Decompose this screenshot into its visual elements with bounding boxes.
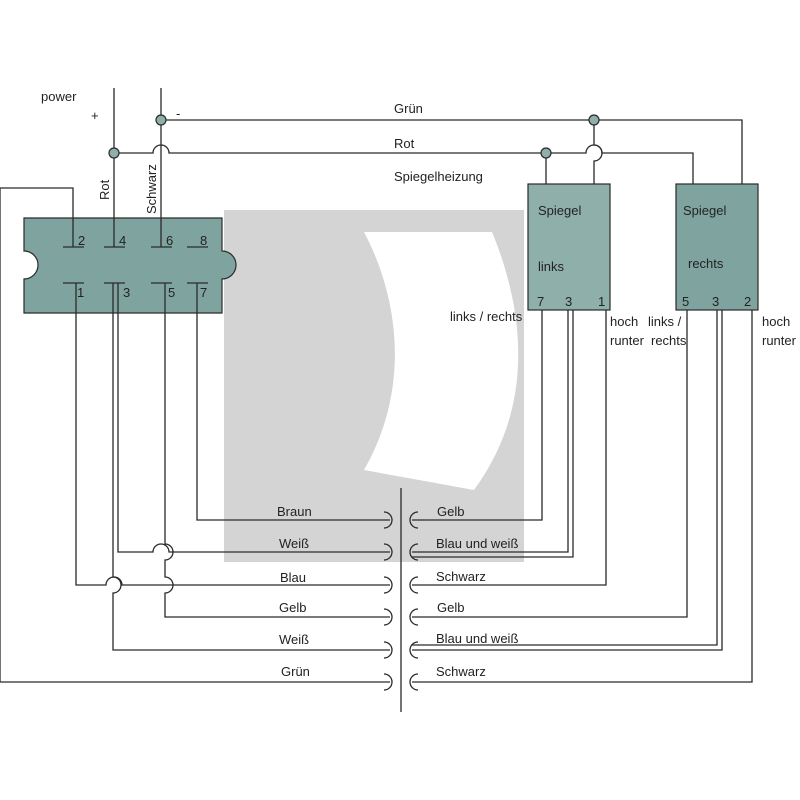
- connector-left-label: Weiß: [279, 536, 309, 551]
- power-plus-label: +: [91, 108, 99, 123]
- switch-pin-top: 4: [119, 233, 126, 248]
- connector-right-label: Gelb: [437, 600, 464, 615]
- switch-pin-bottom: 1: [77, 285, 84, 300]
- connector-left-label: Blau: [280, 570, 306, 585]
- switch-pin-bottom: 5: [168, 285, 175, 300]
- mirror-right-pin: 2: [744, 294, 751, 309]
- wire-ml-1-schwarz: [412, 310, 607, 586]
- connector-plug: [383, 673, 419, 691]
- mirror-right-pin: 5: [682, 294, 689, 309]
- switch-pin-bottom: 3: [123, 285, 130, 300]
- connector-right-label: Blau und weiß: [436, 631, 518, 646]
- connector-plugs: [383, 511, 419, 691]
- switch-block: [23, 217, 237, 314]
- wire-mr-5-gelb: [412, 310, 688, 618]
- mirror-right-hoch-label: hoch: [762, 314, 790, 329]
- connector-right-label: Schwarz: [436, 569, 486, 584]
- wire-bus-rot: [114, 144, 694, 184]
- mirror-left-runter-label: runter: [610, 333, 645, 348]
- junction-plus: [108, 147, 120, 159]
- connector-left-label: Braun: [277, 504, 312, 519]
- mirror-right-title: Spiegel: [683, 203, 726, 218]
- connector-left-label: Grün: [281, 664, 310, 679]
- connector-plug: [383, 576, 419, 594]
- wire-ml-3b: [412, 310, 574, 558]
- wire-pin2-gruen: [0, 187, 390, 683]
- mirror-left-hoch-label: hoch: [610, 314, 638, 329]
- switch-pin-top: 6: [166, 233, 173, 248]
- junction-rot: [540, 147, 552, 159]
- wire-gruen-drop: [593, 120, 603, 184]
- mirror-right-pin: 3: [712, 294, 719, 309]
- connector-right-label: Schwarz: [436, 664, 486, 679]
- connector-plug: [383, 511, 419, 529]
- wire-mr-2-schwarz: [412, 310, 753, 683]
- wire-pin3-weiss-2: [112, 283, 390, 651]
- connector-left-label: Gelb: [279, 600, 306, 615]
- power-schwarz-label: Schwarz: [144, 164, 159, 214]
- wire-bus-gruen: [161, 119, 743, 184]
- wire-ml-3-blauweiss: [412, 310, 569, 553]
- junction-minus: [155, 114, 167, 126]
- mirror-left-title: Spiegel: [538, 203, 581, 218]
- connector-left-label: Weiß: [279, 632, 309, 647]
- mirror-left-box: [527, 183, 611, 311]
- mirror-left-lr-label: links / rechts: [450, 309, 523, 324]
- wire-pin3-weiss: [117, 283, 390, 553]
- mirror-right-rechts-label: rechts: [651, 333, 687, 348]
- connector-right-label: Blau und weiß: [436, 536, 518, 551]
- bus-spiegelheizung-label: Spiegelheizung: [394, 169, 483, 184]
- bus-gruen-label: Grün: [394, 101, 423, 116]
- power-minus-label: -: [176, 106, 180, 121]
- wire-mr-3-blauweiss: [412, 310, 718, 646]
- junction-gruen: [588, 114, 600, 126]
- mirror-left-pin: 1: [598, 294, 605, 309]
- power-label: power: [41, 89, 77, 104]
- mirror-left-pin: 3: [565, 294, 572, 309]
- junctions: [108, 114, 600, 159]
- wire-pin5-gelb: [164, 283, 390, 618]
- switch-pin-top: 2: [78, 233, 85, 248]
- switch-pin-bottom: 7: [200, 285, 207, 300]
- wire-ml-7-gelb: [412, 310, 543, 521]
- bus-rot-label: Rot: [394, 136, 415, 151]
- connector-plug: [383, 543, 419, 561]
- mirror-left-side: links: [538, 259, 565, 274]
- power-rot-label: Rot: [97, 179, 112, 200]
- wire-mr-3b: [412, 310, 723, 651]
- wires: [0, 88, 753, 712]
- watermark-logo: [224, 210, 524, 562]
- switch-pin-top: 8: [200, 233, 207, 248]
- wire-pin7-braun: [196, 283, 390, 521]
- connector-right-label: Gelb: [437, 504, 464, 519]
- mirror-right-links-label: links /: [648, 314, 682, 329]
- mirror-right-box: [675, 183, 759, 311]
- mirror-right-runter-label: runter: [762, 333, 797, 348]
- mirror-right-side: rechts: [688, 256, 724, 271]
- mirror-left-pin: 7: [537, 294, 544, 309]
- connector-plug: [383, 641, 419, 659]
- connector-plug: [383, 608, 419, 626]
